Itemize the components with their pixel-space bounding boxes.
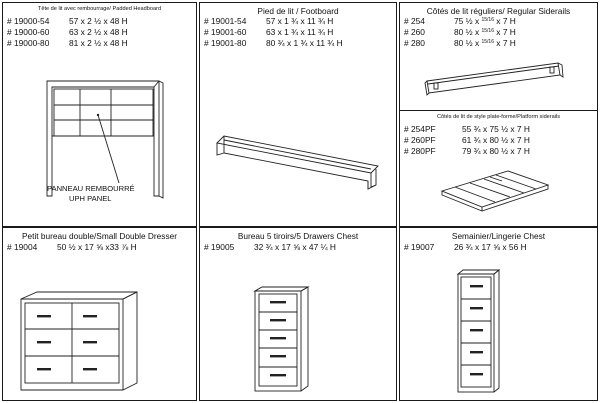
chest-drawing [253,286,310,392]
siderail-row: # 260 80 ½ x 15/16 x 7 H [404,27,595,38]
item-code: # 19000-54 [7,16,50,26]
item-code: # 19000-60 [7,27,50,37]
callout-label: PANNEAU REMBOURRÉ [47,184,135,193]
regular-siderails-title: Côtés de lit réguliers/ Regular Siderail… [426,6,571,16]
regular-siderails-panel: Côtés de lit réguliers/ Regular Siderail… [399,2,598,111]
platform-siderail-drawing [440,170,550,212]
small-double-dresser-title: Petit bureau double/Small Double Dresser [22,231,177,241]
item-dimensions: 75 ½ x 15/16 x 7 H [454,16,516,26]
item-code: # 19005 [204,242,235,252]
item-code: # 254 [404,16,425,26]
item-code: # 260 [404,27,425,37]
item-code: # 254PF [404,124,436,134]
headboard-title: Tête de lit avec rembourrage/ Padded Hea… [37,6,162,12]
item-dimensions: 26 ¾ x 17 ⅝ x 56 H [454,242,527,252]
item-dimensions: 80 ½ x 15/16 x 7 H [454,27,516,37]
item-dimensions: 57 x 2 ½ x 48 H [69,16,128,26]
platform-siderails-title: Côtés de lit de style plate-forme/Platfo… [436,114,561,120]
item-dimensions: 63 x 2 ½ x 48 H [69,27,128,37]
lingerie-chest-panel: Semainier/Lingerie Chest # 19007 26 ¾ x 1… [399,227,598,401]
dresser-row: # 19004 50 ½ x 17 ⅝ x33 ⅞ H [7,242,194,253]
headboard-row: # 19000-80 81 x 2 ½ x 48 H [7,38,194,49]
footboard-row: # 19001-54 57 x 1 ¾ x 11 ¾ H [204,16,394,27]
item-code: # 19004 [7,242,38,252]
item-code: # 280 [404,38,425,48]
lingerie-chest-title: Semainier/Lingerie Chest [451,231,546,241]
item-dimensions: 57 x 1 ¾ x 11 ¾ H [266,16,334,26]
item-code: # 260PF [404,135,436,145]
headboard-panel: Tête de lit avec rembourrage/ Padded Hea… [2,2,197,227]
footboard-panel: Pied de lit / Footboard # 19001-54 57 x 1… [199,2,397,227]
dresser-drawing [20,291,138,391]
item-code: # 19001-80 [204,38,247,48]
siderail-drawing [424,62,564,96]
siderail-row: # 280 80 ½ x 15/16 x 7 H [404,38,595,49]
footboard-row: # 19001-60 63 x 1 ¾ x 11 ¾ H [204,27,394,38]
footboard-drawing [216,135,379,190]
drawers-chest-panel: Bureau 5 tiroirs/5 Drawers Chest # 19005… [199,227,397,401]
footboard-row: # 19001-80 80 ¾ x 1 ¾ x 11 ¾ H [204,38,394,49]
item-dimensions: 81 x 2 ½ x 48 H [69,38,128,48]
item-dimensions: 80 ½ x 15/16 x 7 H [454,38,516,48]
item-code: # 19001-54 [204,16,247,26]
item-dimensions: 50 ½ x 17 ⅝ x33 ⅞ H [57,242,137,252]
small-double-dresser-panel: Petit bureau double/Small Double Dresser… [2,227,197,401]
headboard-row: # 19000-54 57 x 2 ½ x 48 H [7,16,194,27]
siderail-row: # 254 75 ½ x 15/16 x 7 H [404,16,595,27]
item-dimensions: 79 ¾ x 80 ½ x 7 H [462,146,530,156]
platform-row: # 254PF 55 ¾ x 75 ½ x 7 H [404,124,595,135]
lingerie-chest-drawing [456,269,501,393]
item-code: # 280PF [404,146,436,156]
platform-row: # 260PF 61 ¾ x 80 ½ x 7 H [404,135,595,146]
callout-label: UPH PANEL [69,193,112,203]
item-code: # 19000-80 [7,38,50,48]
platform-row: # 280PF 79 ¾ x 80 ½ x 7 H [404,146,595,157]
footboard-title: Pied de lit / Footboard [257,6,339,16]
item-code: # 19007 [404,242,435,252]
chest-row: # 19005 32 ¾ x 17 ⅝ x 47 ¼ H [204,242,394,253]
item-dimensions: 63 x 1 ¾ x 11 ¾ H [266,27,334,37]
lingerie-row: # 19007 26 ¾ x 17 ⅝ x 56 H [404,242,595,253]
item-dimensions: 61 ¾ x 80 ½ x 7 H [462,135,530,145]
item-dimensions: 80 ¾ x 1 ¾ x 11 ¾ H [266,38,343,48]
item-dimensions: 32 ¾ x 17 ⅝ x 47 ¼ H [254,242,336,252]
platform-siderails-panel: Côtés de lit de style plate-forme/Platfo… [399,110,598,227]
drawers-chest-title: Bureau 5 tiroirs/5 Drawers Chest [237,231,359,241]
item-code: # 19001-60 [204,27,247,37]
item-dimensions: 55 ¾ x 75 ½ x 7 H [462,124,530,134]
headboard-row: # 19000-60 63 x 2 ½ x 48 H [7,27,194,38]
headboard-drawing [46,80,164,199]
